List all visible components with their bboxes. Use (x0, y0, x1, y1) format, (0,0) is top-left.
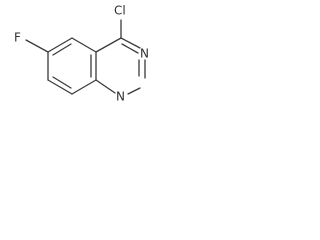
nitrogen-n3-label: N (140, 47, 149, 61)
fluorine-atom-label: F (14, 31, 21, 45)
bond-c6-f (25, 39, 49, 53)
bond-c5-c6 (47, 37, 73, 53)
chlorine-atom-label: Cl (114, 4, 126, 18)
bond-c8-c8a (71, 79, 97, 95)
bond-c4a-c4 (95, 37, 122, 53)
bond-n1-c8a (95, 79, 116, 94)
double-bond-c7-c8-inner (52, 76, 72, 89)
double-bond-c5-c6-inner (52, 43, 72, 56)
bond-c7-c8 (47, 79, 73, 95)
bond-c2-n1 (127, 87, 141, 95)
chemical-structure: Cl F N N (14, 4, 149, 104)
double-bond-c4-n3-inner (121, 43, 139, 54)
nitrogen-n1-label: N (116, 90, 125, 104)
bond-c4a-c5 (71, 37, 97, 53)
bond-c4-n3 (120, 37, 141, 49)
